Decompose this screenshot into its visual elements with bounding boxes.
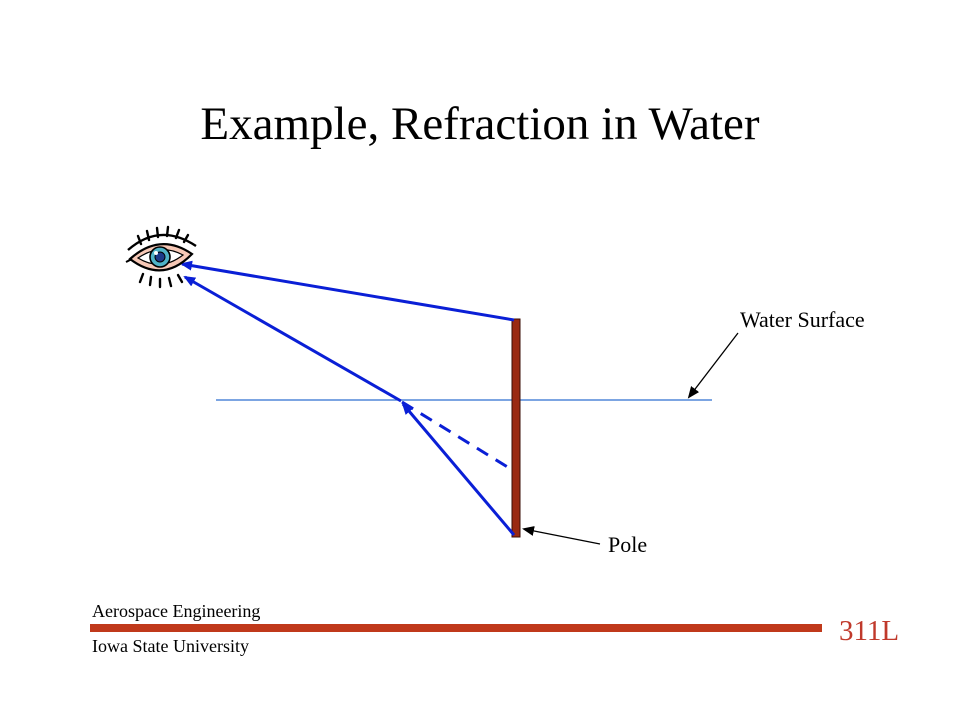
water-surface-leader bbox=[687, 332, 739, 399]
ray-pole-bottom-to-surface bbox=[401, 402, 516, 536]
apparent-ray-dashed bbox=[401, 400, 515, 473]
ray-surface-to-eye bbox=[183, 275, 402, 403]
footer-university: Iowa State University bbox=[92, 636, 249, 656]
water-surface-label: Water Surface bbox=[740, 307, 865, 332]
pole bbox=[511, 318, 521, 538]
pole-leader bbox=[522, 526, 601, 545]
footer-department: Aerospace Engineering bbox=[92, 601, 261, 621]
ray-pole-top-to-eye bbox=[180, 260, 515, 322]
footer-accent-bar bbox=[90, 624, 822, 632]
slide-title: Example, Refraction in Water bbox=[200, 98, 760, 150]
course-number: 311L bbox=[839, 615, 900, 647]
pole-label: Pole bbox=[608, 532, 648, 557]
eye-icon bbox=[125, 225, 197, 289]
